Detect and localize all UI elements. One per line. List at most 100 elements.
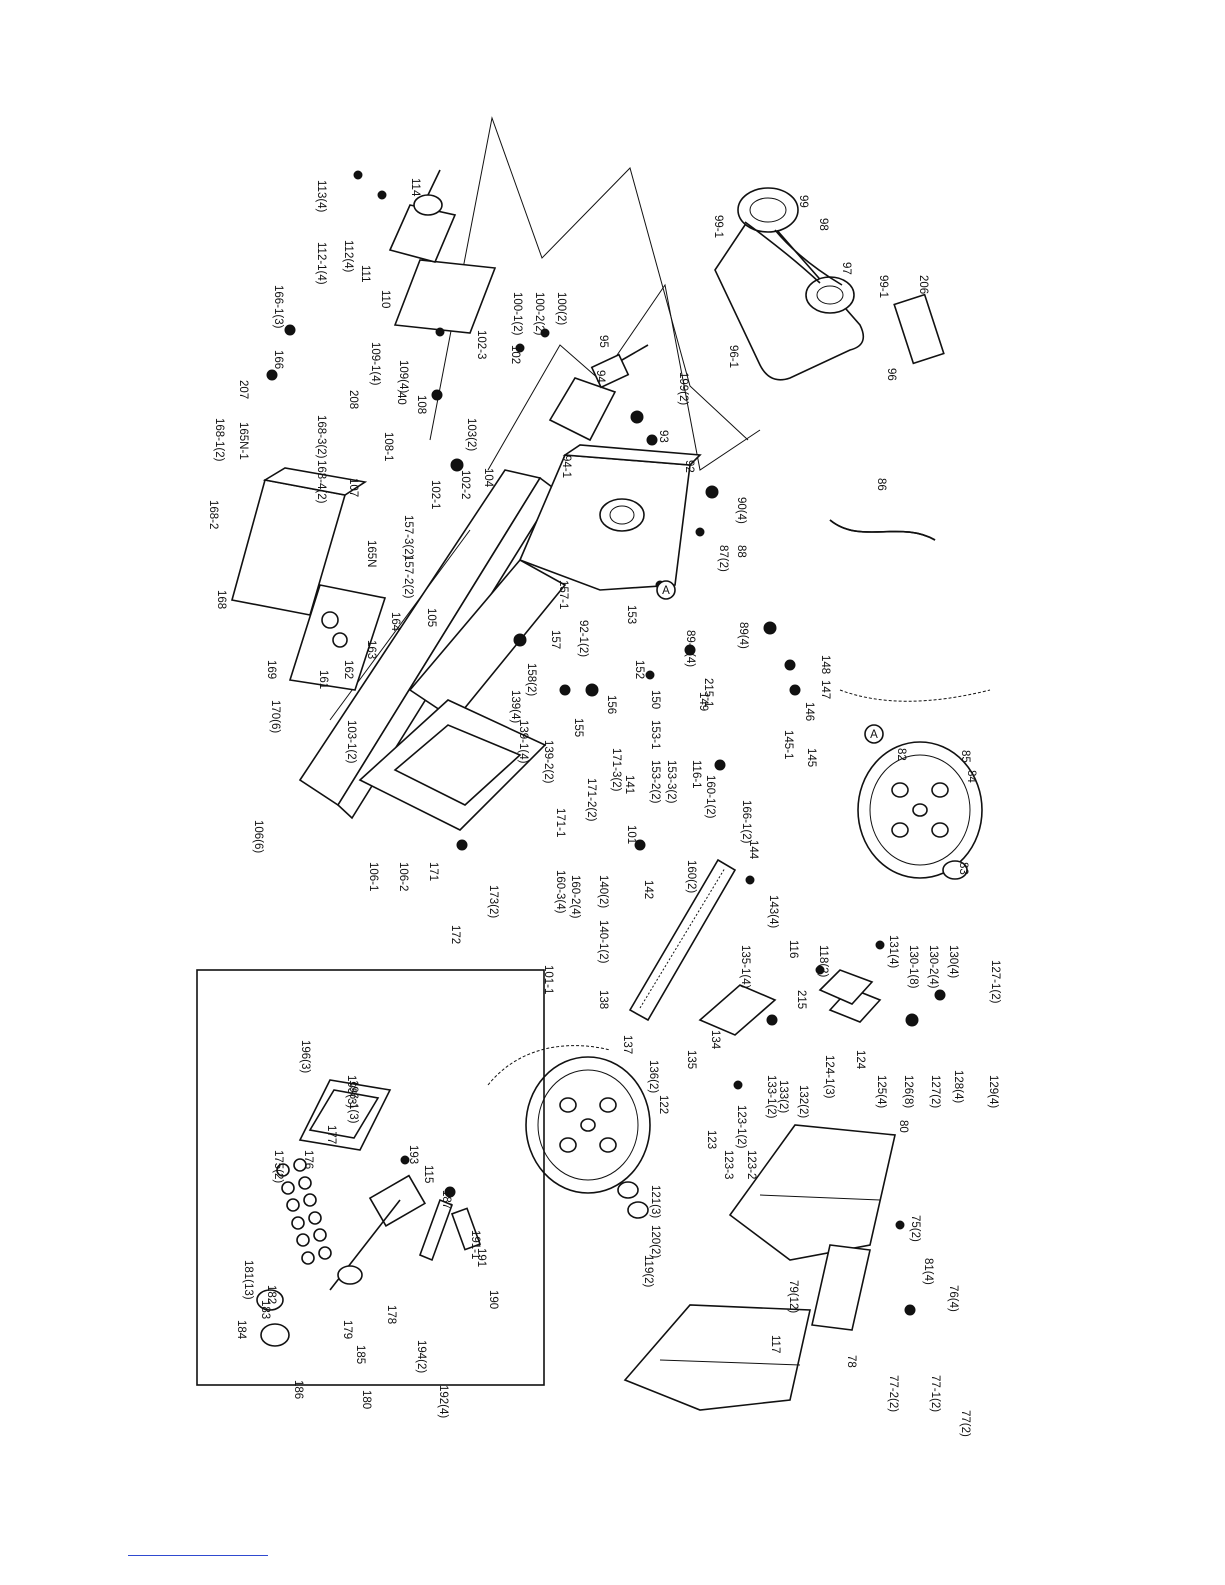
part-label: 78 [845, 1355, 857, 1368]
part-label: 141 [623, 775, 635, 794]
drawing-layer: A A [196, 116, 991, 1411]
part-label: 109(4) [397, 360, 409, 393]
control-box [230, 467, 387, 691]
part-label: 108-1 [382, 432, 394, 461]
part-label: 107 [347, 478, 359, 497]
part-label: 100-1(2) [511, 292, 523, 336]
part-label: 96 [885, 368, 897, 381]
guide-block [818, 969, 882, 1023]
part-label: 40 [395, 392, 407, 405]
part-label: 87(2) [717, 545, 729, 572]
part-label: 125(4) [875, 1075, 887, 1108]
part-label: 106(6) [252, 820, 264, 853]
part-label: 114 [409, 178, 421, 197]
callout-a-lower: A [864, 724, 884, 744]
part-label: 172 [449, 925, 461, 944]
part-label: 160-2(4) [569, 875, 581, 919]
coolant-hose [829, 519, 936, 541]
part-label: 120(2) [649, 1225, 661, 1258]
part-label: 119(2) [642, 1255, 654, 1288]
part-label: 123-2 [745, 1150, 757, 1179]
part-label: 97 [840, 262, 852, 275]
part-label: 103-1(2) [345, 720, 357, 764]
part-label: 104 [482, 468, 494, 488]
part-label: 171-3(2) [610, 748, 622, 792]
part-label: 124 [854, 1050, 866, 1070]
saw-blade-upper [839, 689, 991, 702]
part-number-labels: 114113(4)112-1(4)112(4)111110166-1(3)166… [207, 178, 1001, 1437]
fastener-dots [266, 170, 946, 1316]
footer-rule [128, 1555, 268, 1556]
part-label: 157-1 [557, 580, 569, 609]
inset-assembly [256, 1079, 482, 1347]
part-label: 115 [422, 1165, 434, 1183]
part-label: 180 [360, 1390, 372, 1409]
part-label: 94-1 [560, 455, 572, 478]
part-label: 123-1(2) [735, 1105, 747, 1149]
part-label: 147 [819, 680, 831, 699]
part-label: 99 [797, 195, 809, 208]
part-label: 168-1(2) [213, 418, 225, 462]
part-label: 100-2(2) [533, 292, 545, 336]
part-label: 129(4) [987, 1075, 999, 1108]
part-label: 90(4) [735, 497, 747, 524]
part-label: 134 [709, 1030, 721, 1050]
clamp-assembly [388, 169, 497, 334]
part-label: 160-1(2) [704, 775, 716, 819]
part-label: 124-1(3) [823, 1055, 835, 1099]
part-label: 79(12) [787, 1280, 799, 1313]
part-label: 94 [594, 370, 606, 383]
part-label: 133-1(2) [765, 1075, 777, 1119]
part-label: 127-1(2) [989, 960, 1001, 1004]
part-label: 77-1(2) [929, 1375, 941, 1412]
part-label: 113(4) [315, 180, 327, 213]
part-label: 108 [415, 395, 427, 414]
part-label: 190 [487, 1290, 499, 1309]
part-label: 146 [803, 702, 815, 721]
part-label: 130-2(4) [927, 945, 939, 989]
part-label: 165N-1 [237, 422, 249, 460]
part-label: 164 [389, 612, 401, 632]
part-label: 168-4(2) [315, 460, 327, 504]
part-label: 160-3(4) [554, 870, 566, 914]
part-label: 139-1(4) [517, 720, 529, 764]
part-label: 106-2 [397, 862, 409, 891]
part-label: 166-1(3) [272, 285, 284, 329]
part-label: 187 [440, 1190, 452, 1209]
part-label: 122 [657, 1095, 669, 1114]
saw-blade-lower [487, 1045, 611, 1086]
part-label: 118(2) [817, 945, 829, 978]
part-label: 127(2) [929, 1075, 941, 1108]
guide-arm [628, 858, 777, 1036]
part-label: 102 [509, 345, 521, 364]
part-label: 123-3 [722, 1150, 734, 1179]
part-label: 112-1(4) [315, 242, 327, 285]
part-label: 153 [625, 605, 637, 624]
part-label: 88 [735, 545, 747, 558]
motor [548, 344, 649, 442]
part-label: 135-1(4) [739, 945, 751, 989]
part-label: 171-2(2) [585, 778, 597, 822]
part-label: 158(2) [525, 663, 537, 696]
part-label: 106-1 [367, 862, 379, 891]
part-label: 192(4) [437, 1385, 449, 1418]
part-label: 101 [625, 825, 637, 844]
break-line-lower [487, 283, 761, 471]
part-label: 99-1 [712, 215, 724, 238]
part-label: 161 [317, 670, 329, 689]
part-label: 145 [805, 748, 817, 767]
part-label: 196-1(3) [347, 1080, 359, 1124]
part-label: 140-1(2) [597, 920, 609, 964]
part-label: 133(2) [777, 1080, 789, 1113]
part-label: 155 [572, 718, 584, 737]
part-label: 208 [347, 390, 359, 409]
part-label: 136(2) [647, 1060, 659, 1093]
part-label: 149 [697, 692, 709, 711]
part-label: 102-2 [459, 470, 471, 499]
part-label: 178 [385, 1305, 397, 1324]
part-label: 116-1 [690, 760, 702, 789]
part-label: 191-1 [469, 1230, 481, 1259]
part-label: 81(4) [922, 1258, 934, 1285]
part-label: 145-1 [782, 730, 794, 759]
part-label: 75(2) [909, 1215, 921, 1242]
